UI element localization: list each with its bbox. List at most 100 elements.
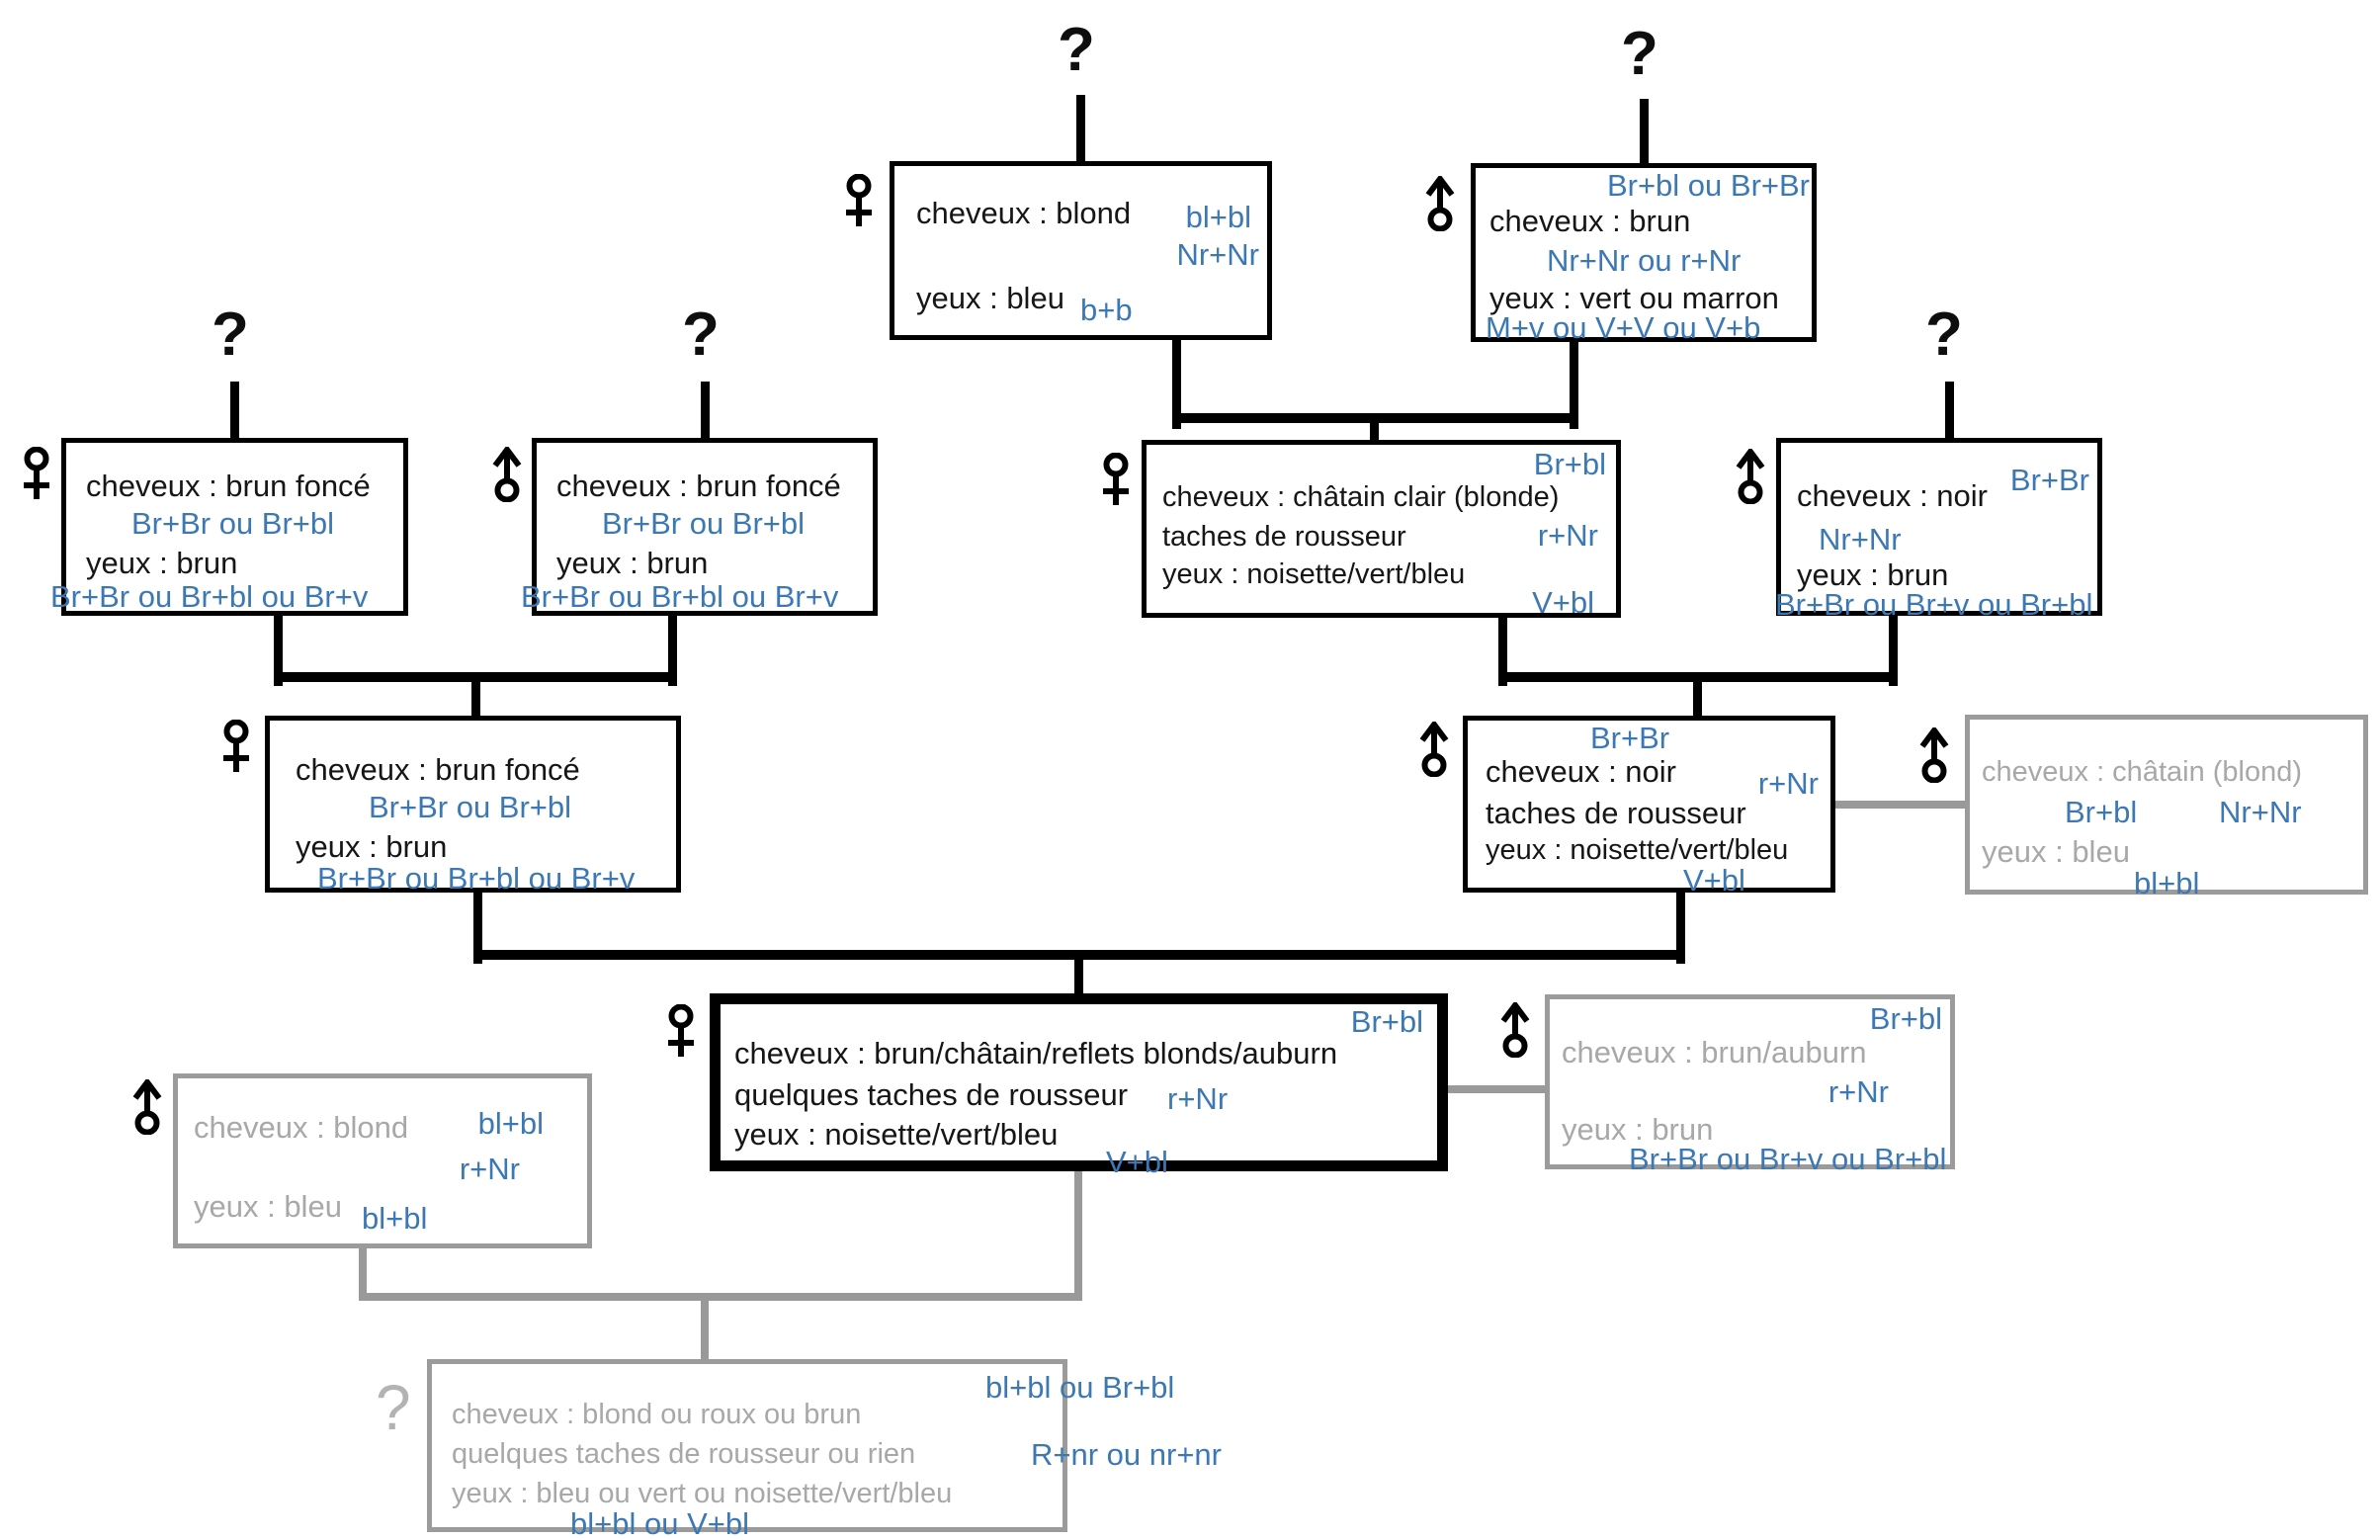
female-icon xyxy=(223,720,249,772)
freckles-genotype: r+Nr xyxy=(459,1152,520,1186)
male-icon xyxy=(1500,1002,1530,1058)
eyes-trait: yeux : bleu xyxy=(1982,834,2130,869)
unknown-question-mark: ? xyxy=(1925,300,1963,369)
hair-genotype: bl+bl xyxy=(1185,200,1251,234)
person-box-gen2-male-brun-fonce: cheveux : brun foncé Br+Br ou Br+bl yeux… xyxy=(521,438,878,616)
eyes-genotype: Br+Br ou Br+bl ou Br+v xyxy=(521,579,839,614)
hair-trait: cheveux : brun/auburn xyxy=(1562,1035,1867,1069)
eyes-trait: yeux : bleu xyxy=(194,1189,342,1224)
connector-line xyxy=(1889,616,1898,686)
eyes-trait: yeux : noisette/vert/bleu xyxy=(1162,558,1466,590)
freckles-trait: quelques taches de rousseur ou rien xyxy=(452,1438,916,1470)
hair-genotype: bl+bl xyxy=(477,1106,544,1141)
freckles-genotype: R+nr ou nr+nr xyxy=(1031,1437,1222,1472)
person-box-gen3-male-noir: Br+Br cheveux : noir r+Nr taches de rous… xyxy=(1463,716,1835,897)
connector-line xyxy=(471,672,480,718)
hair-trait: cheveux : blond xyxy=(194,1110,409,1145)
eyes-trait: yeux : noisette/vert/bleu xyxy=(1486,834,1789,866)
eyes-trait: yeux : brun xyxy=(1797,557,1949,592)
hair-genotype: Br+Br ou Br+bl xyxy=(131,506,335,541)
connector-line xyxy=(230,382,239,438)
hair-trait: cheveux : brun foncé xyxy=(86,469,371,503)
unknown-question-mark: ? xyxy=(1058,16,1095,84)
connector-line xyxy=(1172,340,1181,429)
connector-line-gray xyxy=(1448,1085,1545,1093)
hair-trait: cheveux : châtain (blond) xyxy=(1982,756,2303,788)
connector-line xyxy=(1076,95,1085,161)
connector-line xyxy=(668,616,677,686)
person-box-gen2-male-noir: cheveux : noir Br+Br Nr+Nr yeux : brun B… xyxy=(1775,438,2102,621)
eyes-trait: yeux : vert ou marron xyxy=(1489,281,1779,315)
eyes-genotype: M+v ou V+V ou V+b xyxy=(1486,310,1761,345)
male-icon xyxy=(1419,722,1449,777)
freckles-genotype: r+Nr xyxy=(1537,518,1598,553)
person-box-gen3-male-chatain-blond: cheveux : châtain (blond) Br+bl Nr+Nr ye… xyxy=(1965,715,2368,899)
hair-genotype: Nr+Nr xyxy=(1819,522,1902,556)
hair-genotype: Nr+Nr xyxy=(2219,795,2302,829)
person-box-gen4-female-proband: Br+bl cheveux : brun/châtain/reflets blo… xyxy=(710,993,1448,1178)
hair-genotype: Br+Br ou Br+bl xyxy=(369,790,572,824)
person-box-gen1-father: Br+bl ou Br+Br cheveux : brun Nr+Nr ou r… xyxy=(1471,163,1817,345)
hair-genotype: Nr+Nr xyxy=(1176,237,1259,272)
eyes-genotype: Br+Br ou Br+bl ou Br+v xyxy=(50,579,369,614)
male-icon xyxy=(1736,449,1765,504)
eyes-trait: yeux : brun xyxy=(296,829,448,864)
male-icon xyxy=(1919,727,1949,783)
hair-trait: cheveux : blond ou roux ou brun xyxy=(452,1399,862,1430)
hair-trait: cheveux : noir xyxy=(1486,754,1676,789)
hair-trait: cheveux : blond xyxy=(916,196,1132,230)
hair-genotype: Nr+Nr ou r+Nr xyxy=(1547,243,1742,278)
hair-trait: cheveux : châtain clair (blonde) xyxy=(1162,481,1560,513)
eyes-trait: yeux : noisette/vert/bleu xyxy=(734,1117,1059,1152)
female-icon xyxy=(1103,453,1129,505)
hair-genotype: Br+Br ou Br+bl xyxy=(602,506,806,541)
hair-genotype: Br+bl xyxy=(1350,1004,1423,1039)
male-icon xyxy=(132,1079,162,1135)
freckles-genotype: r+Nr xyxy=(1828,1074,1889,1109)
connector-line-gray xyxy=(359,1293,1082,1301)
connector-line xyxy=(1498,618,1507,686)
connector-line xyxy=(1693,672,1702,718)
connector-line-gray xyxy=(1074,1171,1082,1301)
person-box-gen3-female-brun-fonce: cheveux : brun foncé Br+Br ou Br+bl yeux… xyxy=(265,716,681,896)
eyes-trait: yeux : brun xyxy=(86,546,238,580)
freckles-genotype: r+Nr xyxy=(1757,766,1819,801)
male-icon xyxy=(1425,176,1455,231)
hair-genotype: Br+bl xyxy=(1533,447,1606,481)
connector-line xyxy=(701,382,710,438)
person-box-gen2-female-brun-fonce: cheveux : brun foncé Br+Br ou Br+bl yeux… xyxy=(50,438,408,616)
eyes-genotype: Br+Br ou Br+v ou Br+bl xyxy=(1629,1142,1947,1176)
eyes-genotype: V+bl xyxy=(1683,863,1745,898)
unknown-question-mark: ? xyxy=(1621,20,1658,88)
connector-line xyxy=(1370,413,1379,442)
hair-trait: cheveux : brun foncé xyxy=(556,469,841,503)
connector-line-gray xyxy=(359,1248,367,1301)
connector-line-gray xyxy=(701,1293,709,1359)
hair-genotype: Br+bl ou Br+Br xyxy=(1606,168,1810,203)
unknown-question-mark: ? xyxy=(682,300,720,369)
hair-genotype: Br+Br xyxy=(1590,721,1670,755)
connector-line-gray xyxy=(1835,801,1965,809)
eyes-genotype: Br+Br ou Br+bl ou Br+v xyxy=(317,861,636,896)
unknown-question-mark-gray: ? xyxy=(376,1372,411,1443)
connector-line xyxy=(274,616,283,686)
hair-genotype: bl+bl ou Br+bl xyxy=(985,1370,1175,1405)
freckles-trait: quelques taches de rousseur xyxy=(734,1077,1129,1112)
eyes-trait: yeux : brun xyxy=(1562,1112,1714,1147)
connector-line xyxy=(1640,99,1649,163)
connector-line xyxy=(1945,382,1954,438)
person-box-gen5-child: bl+bl ou Br+bl cheveux : blond ou roux o… xyxy=(427,1359,1222,1540)
female-icon xyxy=(24,447,49,499)
eyes-trait: yeux : bleu xyxy=(916,281,1064,315)
male-icon xyxy=(492,447,522,502)
connector-line xyxy=(1676,893,1685,964)
connector-line xyxy=(1570,342,1578,429)
eyes-genotype: V+bl xyxy=(1106,1145,1168,1179)
freckles-trait: taches de rousseur xyxy=(1162,521,1406,553)
eyes-genotype: V+bl xyxy=(1532,585,1594,620)
eyes-genotype: bl+bl xyxy=(362,1201,428,1236)
person-box-gen2-female-chatain-clair: Br+bl cheveux : châtain clair (blonde) t… xyxy=(1142,440,1621,620)
hair-trait: cheveux : brun xyxy=(1489,204,1691,238)
connector-line xyxy=(1074,950,1083,995)
